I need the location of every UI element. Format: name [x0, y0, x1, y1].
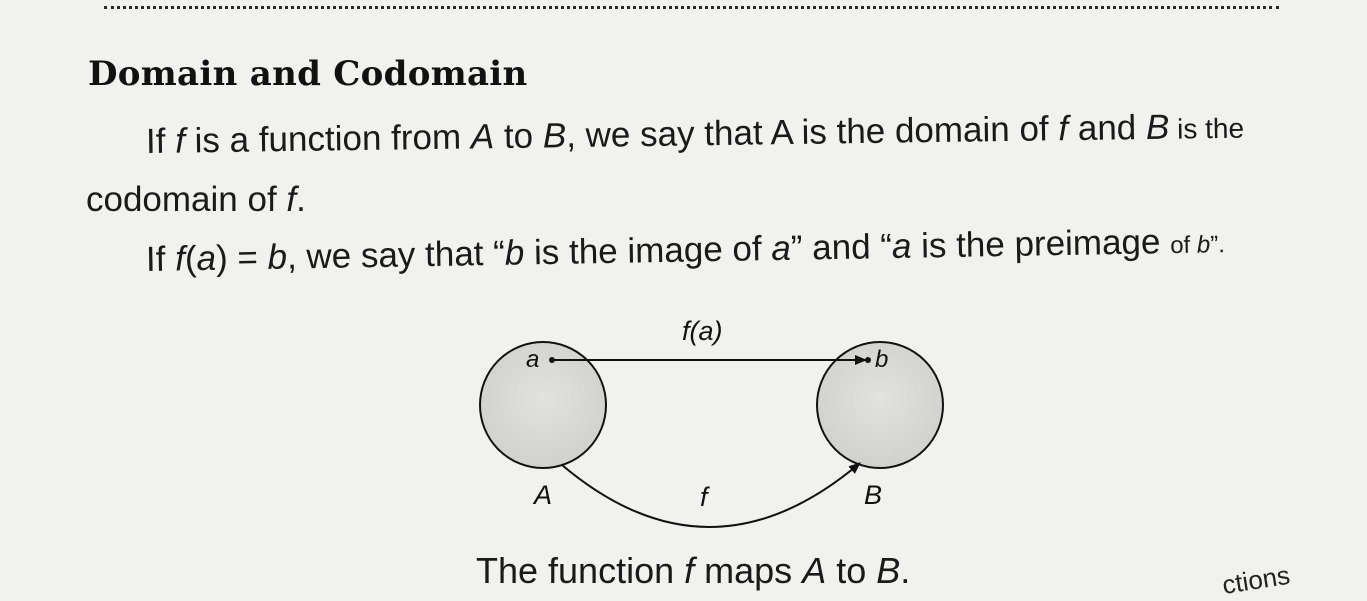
paragraph-domain-codomain: If f is a function from A to B, we say t… — [145, 107, 1245, 161]
arrow-f-curve — [561, 462, 861, 528]
section-heading: Domain and Codomain — [88, 54, 528, 94]
next-page-fragment: ctions — [1220, 559, 1292, 601]
label-b: b — [875, 346, 888, 373]
set-A-circle — [479, 341, 607, 469]
paragraph-codomain-continuation: codomain of f. — [86, 180, 306, 219]
label-set-B: B — [864, 480, 882, 510]
dotted-rule — [104, 6, 1279, 9]
set-B-circle — [816, 341, 944, 469]
label-f-of-a: f(a) — [682, 316, 723, 346]
label-a: a — [526, 346, 539, 373]
label-set-A: A — [532, 480, 552, 510]
figure-caption: The function f maps A to B. — [476, 550, 911, 591]
paragraph-image-preimage: If f(a) = b, we say that “b is the image… — [145, 222, 1226, 279]
label-f: f — [700, 482, 710, 512]
point-a-dot — [549, 357, 555, 363]
point-b-dot — [865, 357, 871, 363]
function-mapping-diagram: f(a) a b A B f — [479, 316, 944, 528]
